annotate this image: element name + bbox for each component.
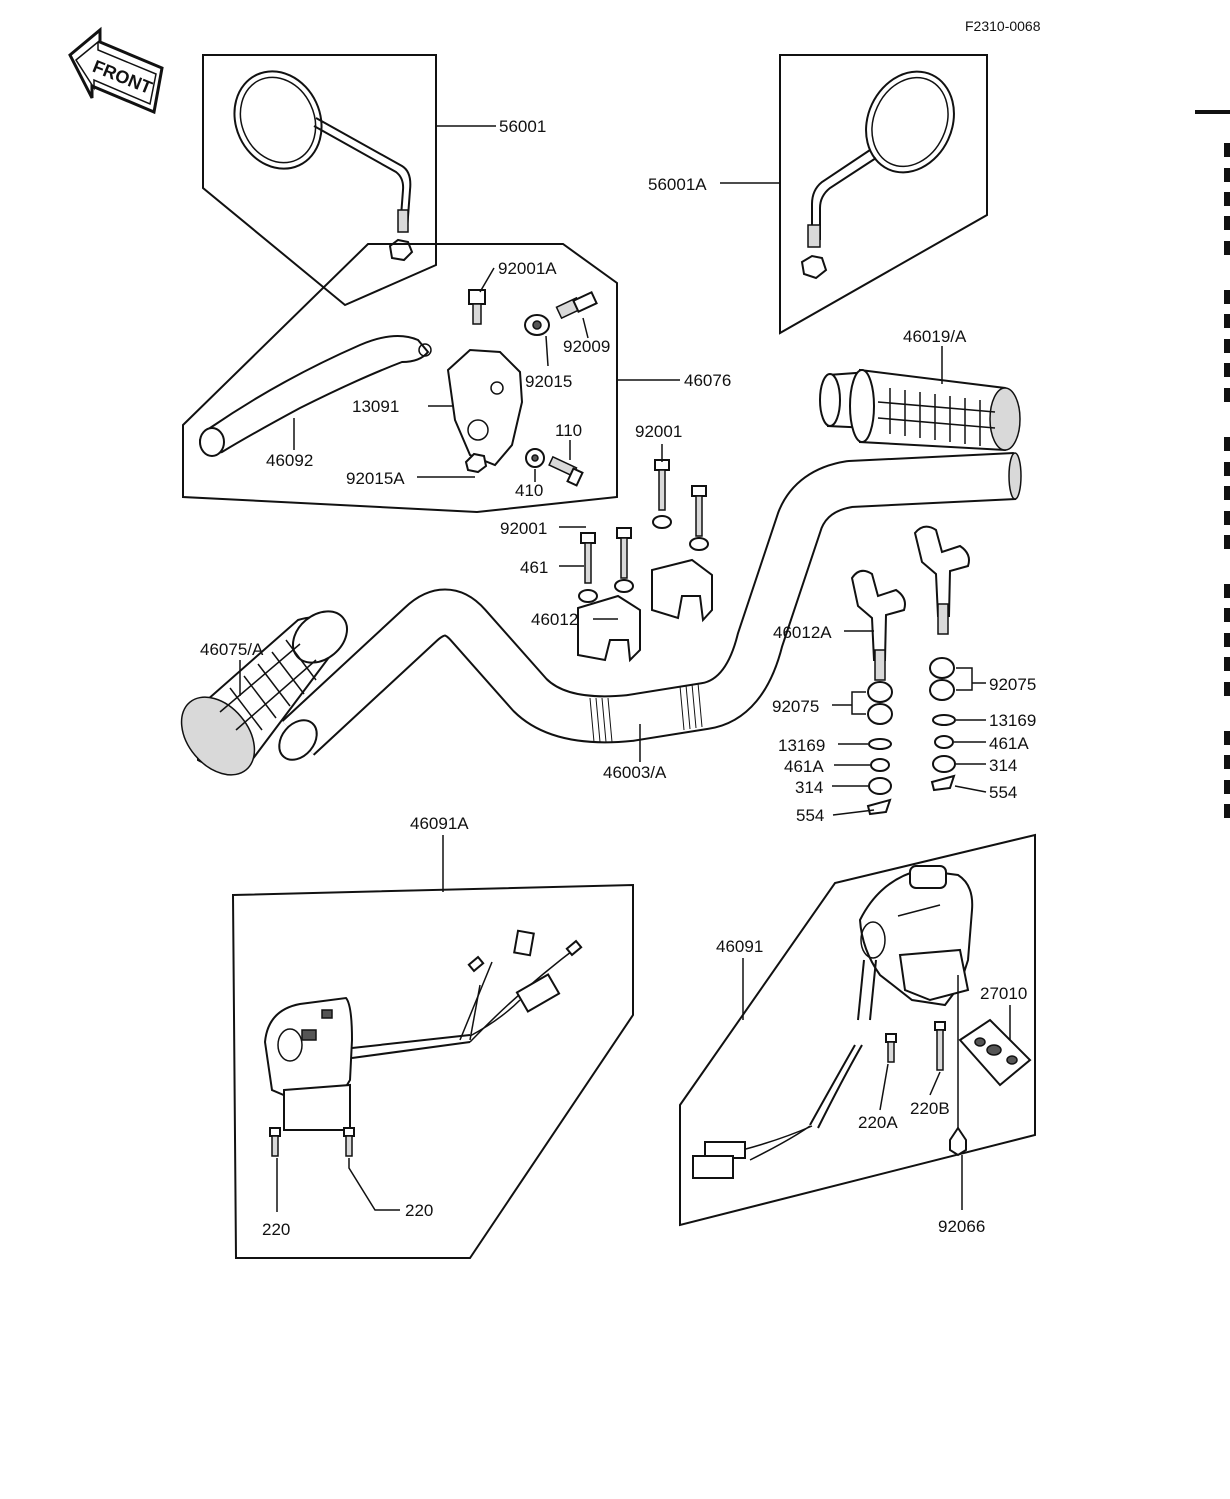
label-461: 461 [520,558,548,577]
label-314-left: 314 [795,778,823,797]
right-mirror-group [720,54,988,335]
right-grip-group [819,346,1021,452]
label-46003A: 46003/A [603,763,667,782]
diagram-code: F2310-0068 [965,18,1041,34]
label-92001A: 92001A [498,259,557,278]
holder-46012-group [559,444,713,663]
riser-46012A-group [832,525,987,816]
label-92009: 92009 [563,337,610,356]
label-554-right: 554 [989,783,1017,802]
label-56001A: 56001A [648,175,707,194]
label-92001-top: 92001 [635,422,682,441]
label-92001-mid: 92001 [500,519,547,538]
label-13169-right: 13169 [989,711,1036,730]
label-46091A: 46091A [410,814,469,833]
label-110: 110 [555,421,582,440]
label-220-a: 220 [262,1220,290,1239]
label-92066: 92066 [938,1217,985,1236]
label-461A-right: 461A [989,734,1029,753]
label-56001: 56001 [499,117,546,136]
lever-assembly-group [182,243,680,514]
label-13169-left: 13169 [778,736,825,755]
label-220A: 220A [858,1113,898,1132]
label-46012A: 46012A [773,623,832,642]
label-554-left: 554 [796,806,824,825]
label-92075-right: 92075 [989,675,1036,694]
label-46012: 46012 [531,610,578,629]
handlebar-group [278,452,1022,762]
label-220B: 220B [910,1099,950,1118]
label-92075-left: 92075 [772,697,819,716]
label-46091: 46091 [716,937,763,956]
left-grip-group [180,610,348,776]
front-arrow-icon: FRONT [68,26,164,115]
label-46076: 46076 [684,371,731,390]
cropped-parts-list [1195,110,1230,818]
left-mirror-group [202,54,496,307]
label-220-b: 220 [405,1201,433,1220]
label-461A-left: 461A [784,757,824,776]
label-27010: 27010 [980,984,1027,1003]
label-46019A: 46019/A [903,327,967,346]
label-92015: 92015 [525,372,572,391]
label-314-right: 314 [989,756,1017,775]
label-46075A: 46075/A [200,640,264,659]
label-410: 410 [515,481,543,500]
label-92015A: 92015A [346,469,405,488]
label-13091: 13091 [352,397,399,416]
label-46092: 46092 [266,451,313,470]
left-switch-group [231,835,634,1259]
right-switch-group [679,833,1036,1227]
